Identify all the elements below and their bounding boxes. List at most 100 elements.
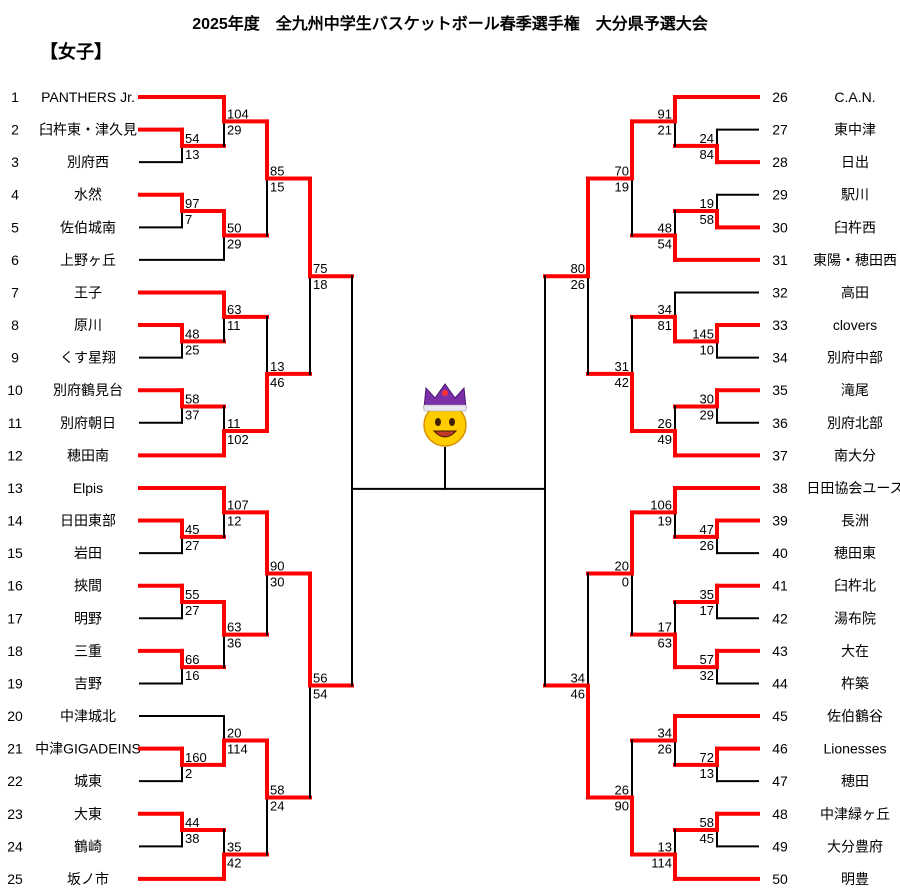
score-top: 104 bbox=[227, 106, 249, 121]
team-name: 上野ヶ丘 bbox=[60, 252, 116, 268]
team-seed-number: 25 bbox=[7, 871, 23, 887]
score-bottom: 49 bbox=[658, 432, 672, 447]
score-bottom: 21 bbox=[658, 122, 672, 137]
team-name: 挾間 bbox=[74, 578, 102, 594]
team-name: 臼杵東・津久見 bbox=[39, 122, 137, 138]
score-bottom: 17 bbox=[700, 603, 714, 618]
team-name: 杵築 bbox=[841, 675, 869, 691]
score-bottom: 19 bbox=[615, 179, 629, 194]
score-bottom: 102 bbox=[227, 432, 249, 447]
team-seed-number: 23 bbox=[7, 806, 23, 822]
score-top: 48 bbox=[658, 220, 672, 235]
team-name: 穂田 bbox=[841, 773, 869, 789]
score-top: 35 bbox=[700, 587, 714, 602]
team-row: 11 別府朝日 bbox=[8, 415, 116, 431]
team-name: 中津城北 bbox=[60, 708, 116, 724]
team-seed-number: 12 bbox=[7, 447, 23, 463]
team-name: 別府朝日 bbox=[60, 415, 116, 431]
score-bottom: 37 bbox=[185, 408, 199, 423]
score-bottom: 10 bbox=[700, 342, 714, 357]
score-top: 31 bbox=[615, 359, 629, 374]
score-top: 13 bbox=[270, 359, 284, 374]
team-seed-number: 10 bbox=[7, 382, 23, 398]
score-bottom: 27 bbox=[185, 603, 199, 618]
score-bottom: 29 bbox=[227, 122, 241, 137]
team-seed-number: 26 bbox=[772, 89, 788, 105]
team-row: 34 別府中部 bbox=[772, 350, 883, 366]
score-bottom: 114 bbox=[651, 855, 672, 870]
team-name: 別府鶴見台 bbox=[53, 382, 123, 398]
score-top: 11 bbox=[227, 416, 241, 431]
team-seed-number: 34 bbox=[772, 350, 788, 366]
score-top: 58 bbox=[700, 815, 714, 830]
team-name: 日出 bbox=[841, 154, 869, 170]
score-top: 20 bbox=[615, 558, 629, 573]
score-bottom: 29 bbox=[700, 408, 714, 423]
score-bottom: 30 bbox=[270, 574, 284, 589]
score-top: 70 bbox=[615, 163, 629, 178]
score-bottom: 45 bbox=[700, 831, 714, 846]
team-seed-number: 36 bbox=[772, 415, 788, 431]
team-name: Lionesses bbox=[823, 741, 886, 757]
team-seed-number: 11 bbox=[8, 415, 23, 431]
score-bottom: 46 bbox=[571, 686, 585, 701]
score-top: 63 bbox=[227, 620, 241, 635]
team-seed-number: 37 bbox=[772, 447, 788, 463]
team-name: 別府北部 bbox=[827, 415, 883, 431]
team-seed-number: 48 bbox=[772, 806, 788, 822]
score-top: 24 bbox=[700, 131, 714, 146]
score-top: 50 bbox=[227, 220, 241, 235]
team-row: 10 別府鶴見台 bbox=[7, 382, 123, 398]
team-row: 48 中津緑ヶ丘 bbox=[772, 806, 890, 822]
score-bottom: 36 bbox=[227, 636, 241, 651]
team-name: 大在 bbox=[841, 643, 869, 659]
page-title: 2025年度 全九州中学生バスケットボール春季選手権 大分県予選大会 bbox=[192, 16, 708, 33]
team-row: 23 大東 bbox=[7, 806, 102, 822]
score-top: 26 bbox=[658, 416, 672, 431]
score-bottom: 2 bbox=[185, 766, 192, 781]
team-seed-number: 49 bbox=[772, 838, 788, 854]
team-seed-number: 39 bbox=[772, 513, 788, 529]
team-seed-number: 17 bbox=[7, 610, 23, 626]
team-name: 別府中部 bbox=[827, 350, 883, 366]
team-name: clovers bbox=[833, 317, 877, 333]
team-seed-number: 46 bbox=[772, 741, 788, 757]
score-top: 106 bbox=[650, 497, 672, 512]
score-top: 91 bbox=[658, 106, 672, 121]
score-bottom: 81 bbox=[658, 318, 672, 333]
team-name: 高田 bbox=[841, 284, 869, 300]
score-top: 72 bbox=[700, 750, 714, 765]
score-bottom: 46 bbox=[270, 375, 284, 390]
score-top: 34 bbox=[658, 302, 672, 317]
team-seed-number: 15 bbox=[7, 545, 23, 561]
team-seed-number: 29 bbox=[772, 187, 788, 203]
score-top: 13 bbox=[658, 839, 672, 854]
team-seed-number: 7 bbox=[11, 284, 19, 300]
team-seed-number: 4 bbox=[11, 187, 19, 203]
score-top: 34 bbox=[571, 670, 585, 685]
team-name: 日田協会ユース bbox=[806, 480, 900, 496]
score-bottom: 54 bbox=[658, 236, 672, 251]
team-name: 中津緑ヶ丘 bbox=[820, 806, 890, 822]
team-seed-number: 20 bbox=[7, 708, 23, 724]
team-seed-number: 13 bbox=[7, 480, 23, 496]
team-seed-number: 33 bbox=[772, 317, 788, 333]
score-top: 47 bbox=[700, 522, 714, 537]
team-seed-number: 19 bbox=[7, 675, 23, 691]
score-bottom: 0 bbox=[622, 574, 629, 589]
score-bottom: 19 bbox=[658, 513, 672, 528]
team-name: 大東 bbox=[74, 806, 102, 822]
